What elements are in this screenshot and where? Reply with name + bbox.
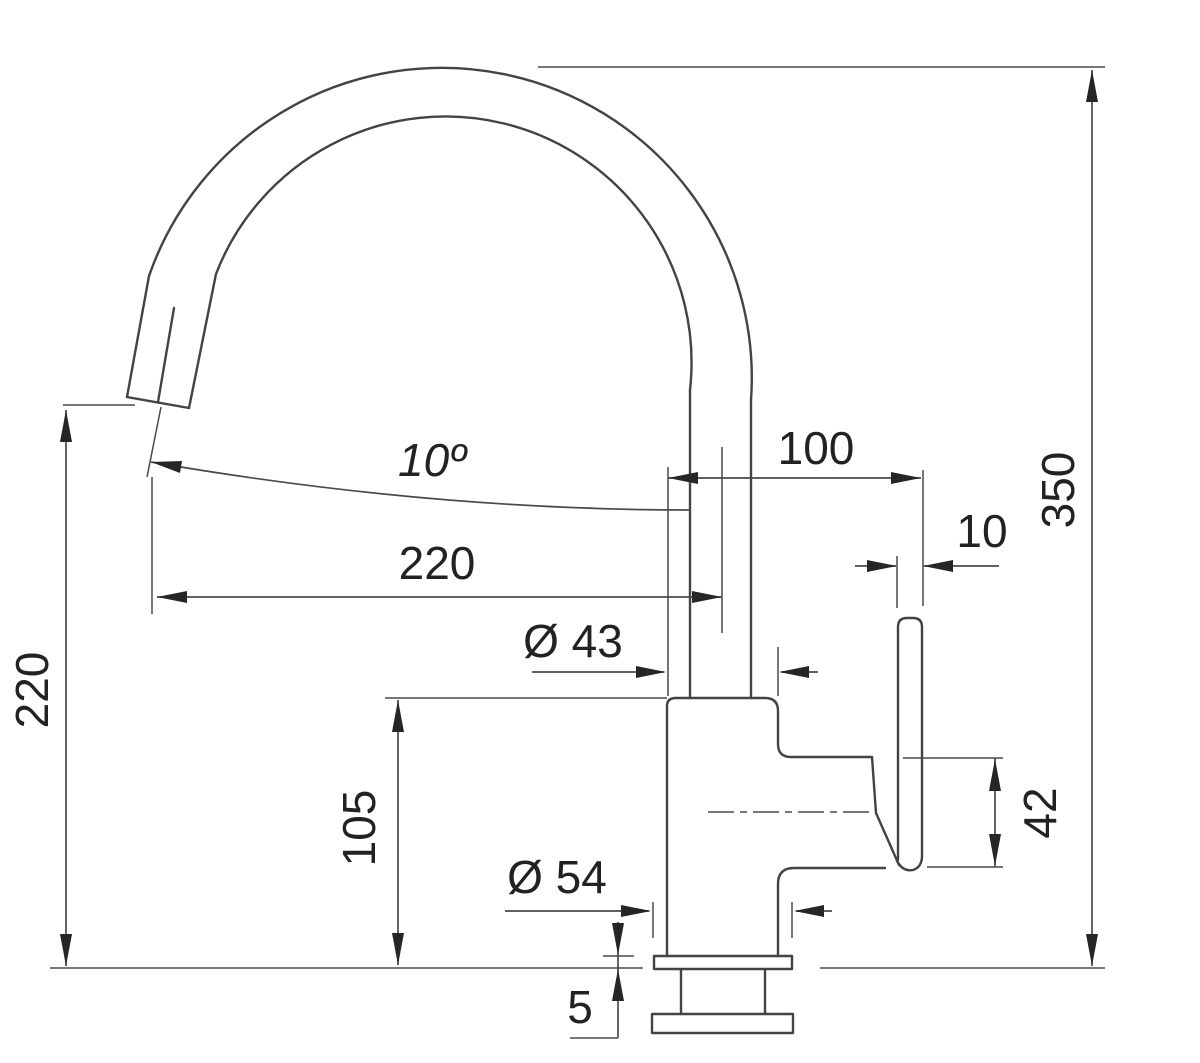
arrowhead-105-bottom (392, 933, 404, 965)
faucet-body-lower (776, 866, 887, 958)
arrowhead-10-left (867, 560, 897, 572)
dimension-lever-zone-height: 42 (903, 757, 1066, 868)
arrowhead-54-left (621, 905, 651, 917)
lever-handle (895, 616, 924, 872)
spout-inner-wall (187, 115, 693, 700)
dimension-body-height: 105 (333, 700, 404, 965)
arrowhead-10-right (923, 560, 953, 572)
dim-label-42: 42 (1014, 787, 1066, 838)
dim-label-43: Ø 43 (523, 615, 623, 667)
spout-aerator-line (156, 306, 176, 404)
dim-label-5: 5 (567, 981, 593, 1033)
arrowhead-100-left (668, 472, 698, 484)
arrowhead-5-top (612, 923, 624, 955)
base-flange (652, 954, 794, 971)
arrowhead-350-bottom (1086, 934, 1098, 966)
arrowhead-105-top (392, 700, 404, 732)
dimension-spout-to-lever: 100 (667, 422, 924, 696)
angle-arc-10deg (150, 461, 691, 511)
spout-outer-wall (125, 66, 753, 700)
dim-label-100: 100 (778, 422, 855, 474)
dim-label-54: Ø 54 (507, 851, 607, 903)
ext-line-outlet-tilted (146, 406, 162, 478)
dimension-base-diameter: Ø 54 (505, 851, 832, 938)
dimension-base-plate-height: 5 (567, 922, 634, 1039)
arrowhead-350-top (1086, 70, 1098, 102)
mounting-shank (679, 968, 767, 1016)
arrowhead-10deg (151, 461, 182, 473)
arrowhead-220v-bottom (60, 934, 72, 966)
dim-label-220h: 220 (399, 537, 476, 589)
arrowhead-5-bottom (612, 969, 624, 1001)
faucet-outline (50, 66, 1105, 1035)
dimension-spout-angle: 10º (150, 434, 691, 511)
arrowhead-42-top (989, 759, 1001, 791)
dim-label-10: 10 (956, 505, 1007, 557)
dim-label-10deg: 10º (398, 434, 468, 486)
arrowhead-43-right (779, 666, 809, 678)
arrowhead-54-right (794, 905, 824, 917)
dim-label-350: 350 (1032, 452, 1084, 529)
mounting-nut (650, 1012, 795, 1035)
dimension-lever-width: 10 (855, 505, 1008, 608)
arrowhead-220h-left (157, 591, 187, 603)
dimension-outlet-height: 220 (6, 410, 72, 966)
dimension-spout-reach: 220 (146, 406, 723, 633)
dimension-body-diameter: Ø 43 (523, 615, 818, 696)
dim-label-220v: 220 (6, 652, 58, 729)
dimension-overall-height: 350 (1032, 70, 1098, 966)
arrowhead-220h-right (692, 591, 722, 603)
dim-label-105: 105 (333, 790, 385, 867)
arrowhead-42-bottom (989, 834, 1001, 866)
arrowhead-100-right (891, 472, 921, 484)
faucet-body-upper (665, 696, 901, 958)
arrowhead-220v-top (60, 410, 72, 442)
arrowhead-43-left (636, 666, 666, 678)
